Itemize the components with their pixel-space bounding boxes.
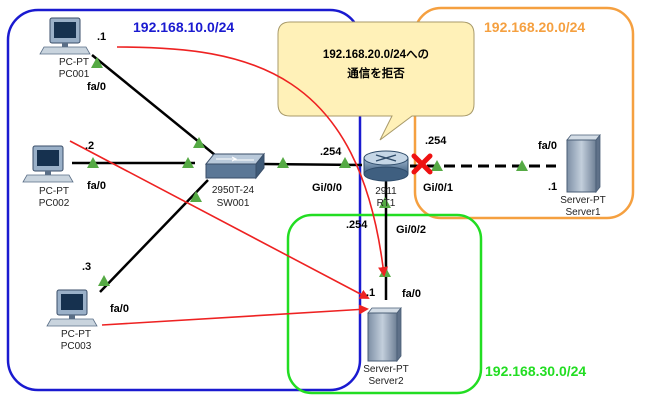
server2-interface-label: fa/0 [402, 288, 421, 300]
server2-type: Server-PT [363, 364, 409, 375]
router-icon[interactable] [363, 150, 409, 182]
router-gi1-interface-label: Gi/0/1 [423, 182, 453, 194]
callout-text-line2: 通信を拒否 [347, 66, 405, 80]
arrow-pc001-to-server2 [116, 46, 389, 277]
pc002-ip-label: .2 [85, 140, 94, 152]
router-gi0-ip-label: .254 [320, 146, 342, 158]
router-gi2-interface-label: Gi/0/2 [396, 224, 426, 236]
pc003-interface-label: fa/0 [110, 303, 129, 315]
router-type: 2911 [375, 186, 397, 197]
deny-x-icon [411, 153, 433, 175]
pc001-name: PC001 [59, 69, 90, 80]
switch-icon[interactable] [204, 152, 266, 180]
network-zone-192-168-10 [6, 8, 362, 392]
callout-text-line1: 192.168.20.0/24への [323, 48, 429, 61]
arrow-pc003-to-server2 [101, 304, 369, 326]
switch-name: SW001 [217, 198, 250, 209]
switch-type: 2950T-24 [212, 185, 255, 196]
callout-bubble [277, 21, 475, 141]
pc002-icon[interactable] [22, 145, 74, 183]
link-pc001-sw001 [91, 54, 216, 156]
server2-ip-label: .1 [366, 287, 375, 299]
network-label-192-168-30: 192.168.30.0/24 [485, 363, 586, 379]
server1-type: Server-PT [560, 195, 606, 206]
router-name: RT1 [377, 198, 396, 209]
link-pc003-sw001 [99, 179, 209, 293]
arrow-pc002-to-server2 [69, 140, 370, 299]
server1-interface-label: fa/0 [538, 140, 557, 152]
server1-ip-label: .1 [548, 181, 557, 193]
network-label-192-168-10: 192.168.10.0/24 [133, 19, 234, 35]
router-gi2-ip-label: .254 [346, 219, 368, 231]
link-status-indicators [87, 57, 528, 286]
pc002-type: PC-PT [39, 186, 69, 197]
pc003-icon[interactable] [46, 289, 98, 327]
server2-icon[interactable] [367, 306, 402, 363]
network-zone-192-168-30 [286, 213, 483, 395]
router-gi0-interface-label: Gi/0/0 [312, 182, 342, 194]
router-gi1-ip-label: .254 [425, 135, 447, 147]
network-label-192-168-20: 192.168.20.0/24 [484, 19, 585, 35]
pc003-name: PC003 [61, 341, 92, 352]
pc001-icon[interactable] [39, 17, 91, 55]
server2-name: Server2 [368, 376, 403, 387]
pc002-name: PC002 [39, 198, 70, 209]
pc003-ip-label: .3 [82, 261, 91, 273]
server1-name: Server1 [565, 207, 600, 218]
server1-icon[interactable] [566, 133, 601, 194]
pc001-ip-label: .1 [97, 31, 106, 43]
pc002-interface-label: fa/0 [87, 180, 106, 192]
pc001-interface-label: fa/0 [87, 81, 106, 93]
pc003-type: PC-PT [61, 329, 91, 340]
pc001-type: PC-PT [59, 57, 89, 68]
